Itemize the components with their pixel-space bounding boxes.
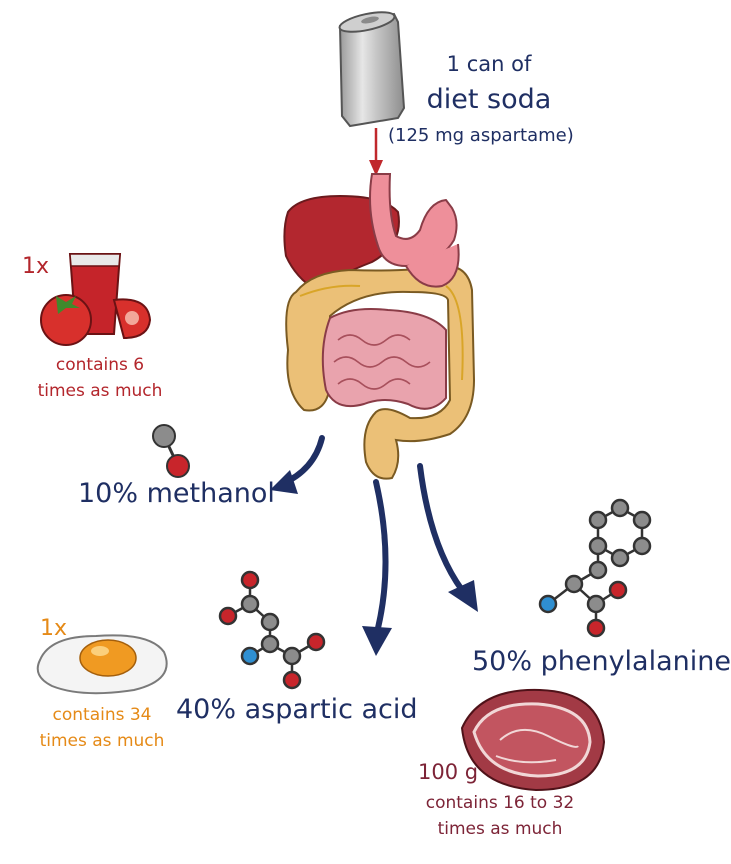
egg-line2: times as much — [39, 731, 165, 751]
soda-line3: (125 mg aspartame) — [388, 125, 574, 146]
meat-icon — [460, 688, 606, 792]
arrow-to-methanol-icon — [270, 435, 325, 494]
aspartic-acid-label: 40% aspartic acid — [176, 694, 418, 725]
fried-egg-icon — [36, 634, 168, 695]
tomato-line1: contains 6 — [55, 355, 145, 375]
red-arrow-icon — [369, 128, 383, 176]
meat-line1: contains 16 to 32 — [425, 793, 575, 813]
aspartic-acid-molecule-icon — [218, 570, 326, 690]
phenylalanine-label: 50% phenylalanine — [472, 646, 731, 677]
phenylalanine-molecule-icon — [538, 498, 652, 638]
methanol-molecule-icon — [152, 424, 190, 478]
soda-line2: diet soda — [426, 84, 552, 115]
tomato-line2: times as much — [37, 381, 163, 401]
tomato-amount: 1x — [22, 254, 50, 279]
meat-line2: times as much — [437, 819, 563, 839]
methanol-label: 10% methanol — [78, 478, 275, 509]
soda-can-icon — [338, 11, 406, 128]
meat-amount: 100 g — [418, 760, 479, 784]
egg-line1: contains 34 — [52, 705, 152, 725]
arrow-to-phenylalanine-icon — [417, 463, 478, 612]
digestive-system-icon — [283, 173, 476, 480]
tomato-juice-icon — [40, 253, 152, 346]
arrow-to-aspartic-acid-icon — [362, 479, 392, 656]
soda-line1: 1 can of — [446, 52, 532, 76]
egg-amount: 1x — [40, 616, 68, 641]
